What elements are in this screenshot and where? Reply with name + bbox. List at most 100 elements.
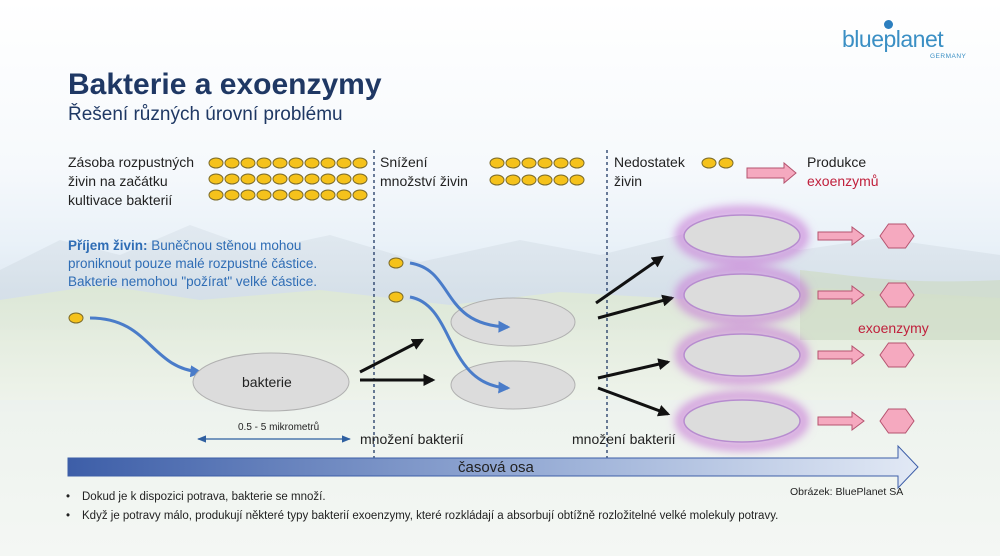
nutrient-particle: [208, 173, 224, 185]
nutrient-particle: [272, 189, 288, 201]
logo-subtitle: GERMANY: [930, 53, 967, 60]
nutrient-grid-stage1: [208, 157, 368, 201]
nutrient-particle: [304, 157, 320, 169]
exoenzyme-hexagon: [879, 223, 915, 249]
nutrient-particle: [388, 291, 404, 303]
nutrient-particle: [288, 189, 304, 201]
nutrient-particle: [240, 157, 256, 169]
nutrient-particle: [224, 157, 240, 169]
exoenzyme-production-arrow: [746, 161, 797, 185]
division-arrow-1: [595, 255, 664, 305]
nutrient-particle: [336, 173, 352, 185]
nutrient-particle: [336, 189, 352, 201]
nutrient-particle: [224, 189, 240, 201]
exoenzyme-producing-bacteria: [676, 207, 915, 450]
nutrient-particle: [569, 157, 585, 169]
image-credit: Obrázek: BluePlanet SA: [790, 486, 904, 498]
nutrient-particle: [288, 173, 304, 185]
divided-bacterium-2: [450, 360, 576, 410]
nutrient-particle: [256, 157, 272, 169]
uptake-curve-1: [89, 316, 203, 378]
exoenzyme-hexagon: [879, 342, 915, 368]
nutrient-particle: [288, 157, 304, 169]
division-arrow-2: [597, 294, 675, 320]
exoenzymes-label: exoenzymy: [858, 320, 929, 336]
nutrient-particle: [240, 189, 256, 201]
uptake-curve-3: [409, 295, 511, 394]
company-logo: blueplanet: [842, 26, 944, 52]
enzyme-bacterium: [683, 399, 801, 443]
nutrient-particle: [272, 157, 288, 169]
nutrient-particle: [208, 189, 224, 201]
nutrient-particle: [320, 173, 336, 185]
enzyme-release-arrow: [817, 411, 865, 431]
nutrient-particle: [240, 173, 256, 185]
nutrient-particle: [272, 173, 288, 185]
bullet-item: Dokud je k dispozici potrava, bakterie s…: [66, 488, 778, 507]
nutrient-particle: [352, 157, 368, 169]
nutrient-grid-stage2: [489, 157, 585, 186]
nutrient-particle: [256, 173, 272, 185]
nutrient-particle: [352, 173, 368, 185]
size-label: 0.5 - 5 mikrometrů: [238, 422, 320, 433]
enzyme-bacterium: [683, 273, 801, 317]
nutrient-particle: [521, 174, 537, 186]
enzyme-release-arrow: [817, 345, 865, 365]
nutrient-intake-note: Příjem živin: Buněčnou stěnou mohou pron…: [68, 237, 318, 291]
enzyme-release-arrow: [817, 285, 865, 305]
exoenzyme-hexagon: [879, 282, 915, 308]
enzyme-glow: [676, 392, 808, 450]
nutrient-particle: [304, 189, 320, 201]
time-axis-arrow: [67, 444, 919, 490]
globe-icon: [884, 20, 893, 29]
nutrient-grid-stage3: [701, 157, 734, 169]
enzyme-bacterium: [683, 333, 801, 377]
multiply-label-2: množení bakterií: [572, 431, 676, 447]
nutrient-particle: [336, 157, 352, 169]
stage1-label: Zásoba rozpustných živin na začátku kult…: [68, 154, 195, 208]
enzyme-glow: [676, 266, 808, 324]
nutrient-particle: [489, 157, 505, 169]
nutrient-particle: [569, 174, 585, 186]
nutrient-particle: [718, 157, 734, 169]
divided-bacterium-1: [450, 297, 576, 347]
nutrient-particle: [388, 257, 404, 269]
page-title: Bakterie a exoenzymy: [68, 68, 382, 101]
stage4-label: Produkce exoenzymů: [807, 154, 879, 189]
enzyme-glow: [676, 326, 808, 384]
nutrient-particle: [553, 174, 569, 186]
division-arrow-3: [597, 358, 671, 380]
nutrient-particle: [256, 189, 272, 201]
bullet-item: Když je potravy málo, produkují některé …: [66, 507, 778, 526]
nutrient-particle: [320, 157, 336, 169]
nutrient-particle: [505, 174, 521, 186]
nutrient-particle: [352, 189, 368, 201]
nutrient-particle: [320, 189, 336, 201]
exoenzyme-hexagon: [879, 408, 915, 434]
page-subtitle: Řešení různých úrovní problému: [68, 104, 343, 125]
enzyme-glow: [676, 207, 808, 265]
nutrient-particle: [208, 157, 224, 169]
enzyme-bacterium: [683, 214, 801, 258]
nutrient-particle: [68, 312, 84, 324]
time-axis-label: časová osa: [458, 459, 534, 476]
nutrient-particle: [521, 157, 537, 169]
nutrient-particle: [553, 157, 569, 169]
nutrient-particle: [537, 157, 553, 169]
stage3-label: Nedostatek živin: [614, 154, 685, 189]
division-arrow-up: [359, 338, 425, 374]
multiply-label-1: množení bakterií: [360, 431, 464, 447]
uptake-curve-2: [409, 261, 511, 333]
intake-text: Buněčnou stěnou mohou proniknout pouze m…: [68, 238, 318, 289]
nutrient-particle: [701, 157, 717, 169]
nutrient-particle: [489, 174, 505, 186]
stage2-label: Snížení množství živin: [380, 154, 468, 189]
nutrient-particle: [537, 174, 553, 186]
nutrient-particle: [304, 173, 320, 185]
nutrient-particle: [224, 173, 240, 185]
enzyme-release-arrow: [817, 226, 865, 246]
division-arrow-4: [597, 386, 671, 417]
bacterium-cell: [192, 352, 350, 412]
